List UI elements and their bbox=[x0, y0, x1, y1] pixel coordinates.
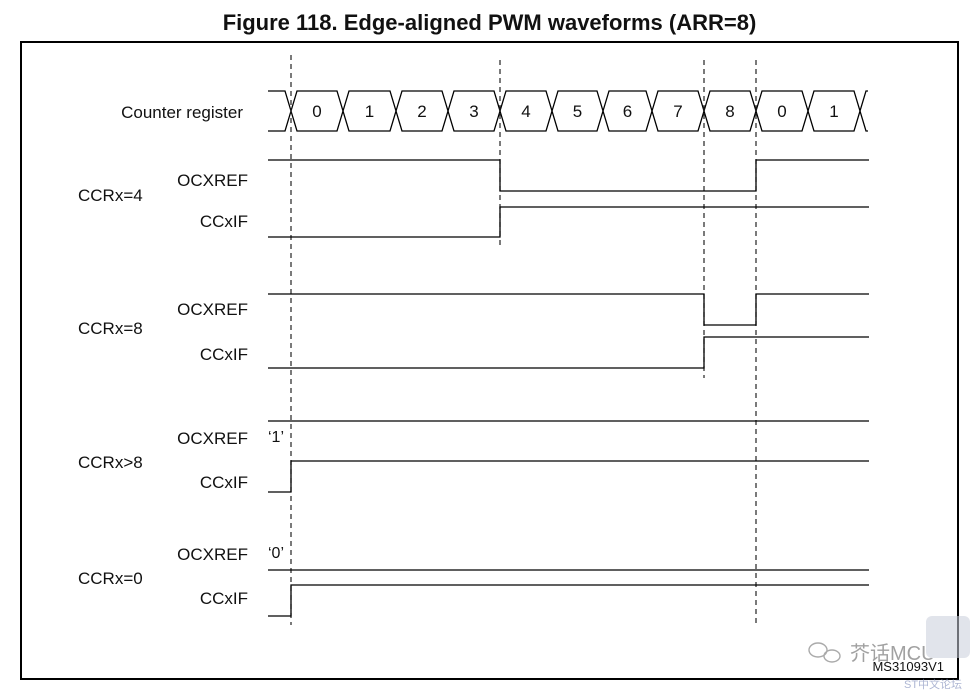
counter-lead-in bbox=[268, 90, 292, 132]
ccrx-gt8-initial-one: ‘1’ bbox=[268, 429, 284, 446]
ccrx0-ccxif-label: CCxIF bbox=[200, 589, 248, 608]
ccrx-gt8-label: CCRx>8 bbox=[78, 453, 143, 472]
counter-value: 4 bbox=[521, 102, 530, 121]
chat-bubble-icon bbox=[808, 642, 841, 663]
ccrx4-ocxref-label: OCXREF bbox=[177, 171, 248, 190]
figure-title: Figure 118. Edge-aligned PWM waveforms (… bbox=[222, 10, 757, 35]
ccrx-gt8-ocxref-label: OCXREF bbox=[177, 429, 248, 448]
ccrx8-label: CCRx=8 bbox=[78, 319, 143, 338]
ccrx4-ocxref-waveform bbox=[268, 159, 869, 192]
ccrx8-ocxref-waveform bbox=[268, 293, 869, 326]
ccrx8-ccxif-waveform bbox=[268, 336, 869, 369]
counter-value: 8 bbox=[725, 102, 734, 121]
counter-register-label: Counter register bbox=[121, 103, 243, 122]
ccrx0-ocxref-label: OCXREF bbox=[177, 545, 248, 564]
counter-value: 6 bbox=[623, 102, 632, 121]
ccrx8-ocxref-label: OCXREF bbox=[177, 300, 248, 319]
counter-value: 1 bbox=[829, 102, 838, 121]
counter-value: 0 bbox=[777, 102, 786, 121]
ccrx-gt8-ccxif-waveform bbox=[268, 460, 869, 493]
forum-logo-icon bbox=[926, 616, 970, 658]
figure-code: MS31093V1 bbox=[872, 659, 944, 674]
counter-value: 5 bbox=[573, 102, 582, 121]
ccrx4-label: CCRx=4 bbox=[78, 186, 143, 205]
ccrx4-ccxif-label: CCxIF bbox=[200, 212, 248, 231]
ccrx0-label: CCRx=0 bbox=[78, 569, 143, 588]
diagram-frame bbox=[20, 41, 959, 680]
watermark-sub: ST中文论坛 bbox=[904, 677, 962, 691]
counter-value: 2 bbox=[417, 102, 426, 121]
ccrx0-ccxif-waveform bbox=[268, 584, 869, 617]
counter-register-cells: 0 1 2 3 4 5 6 7 8 0 1 bbox=[268, 90, 868, 132]
counter-value: 1 bbox=[365, 102, 374, 121]
counter-value: 0 bbox=[312, 102, 321, 121]
ccrx4-ccxif-waveform bbox=[268, 206, 869, 238]
ccrx-gt8-ccxif-label: CCxIF bbox=[200, 473, 248, 492]
ccrx0-initial-zero: ‘0’ bbox=[268, 545, 284, 562]
counter-value: 7 bbox=[673, 102, 682, 121]
watermark: 芥话MCU ST中文论坛 bbox=[808, 616, 970, 691]
counter-trailing-cell bbox=[859, 90, 868, 132]
ccrx8-ccxif-label: CCxIF bbox=[200, 345, 248, 364]
watermark-name: 芥话MCU bbox=[850, 642, 936, 665]
counter-value: 3 bbox=[469, 102, 478, 121]
